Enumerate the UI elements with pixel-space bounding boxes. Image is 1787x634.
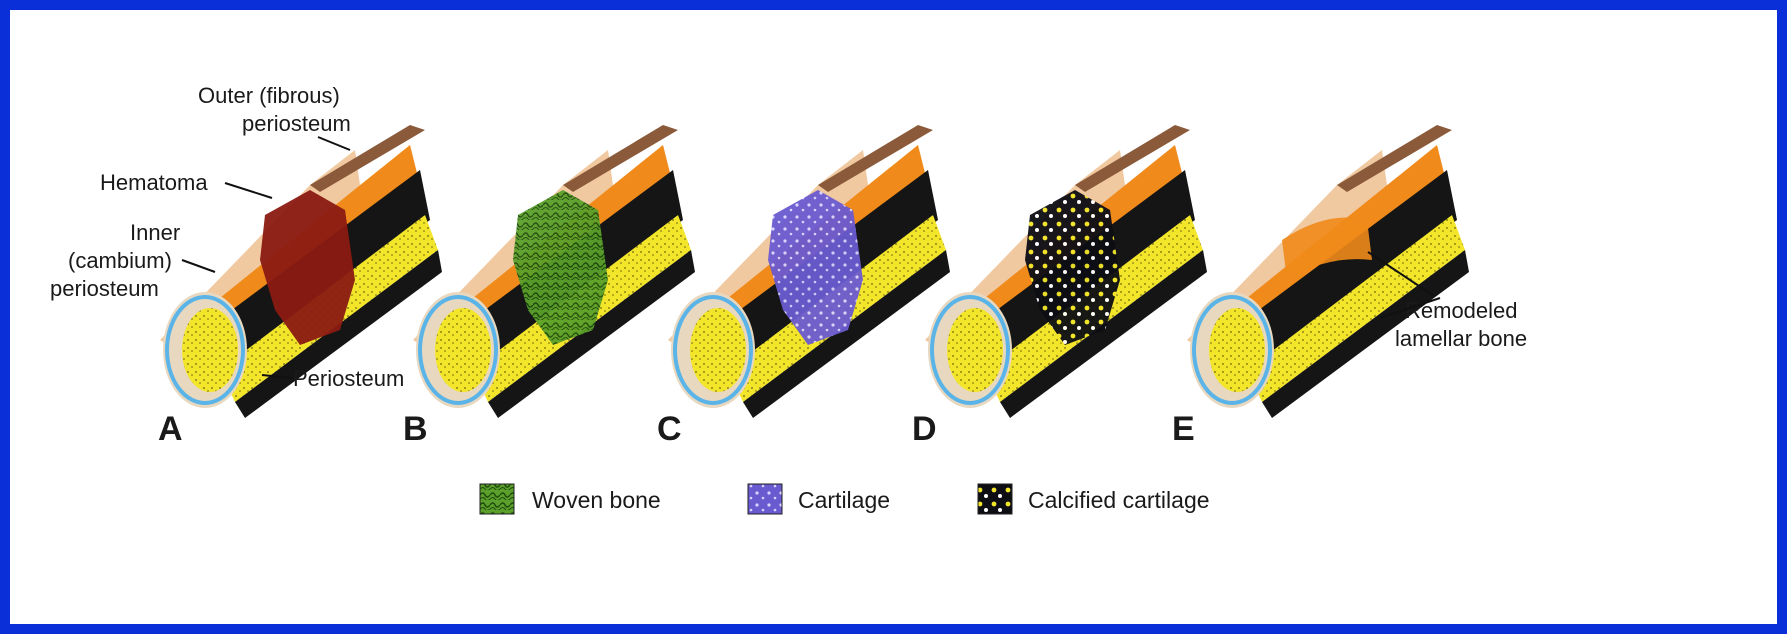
legend-calcified-cartilage: Calcified cartilage (1028, 487, 1210, 513)
label-remodeled-1: Remodeled (1405, 298, 1518, 323)
bone-end-marrow (182, 308, 238, 392)
panel-letter-e: E (1172, 410, 1195, 448)
leader-hematoma (225, 183, 272, 198)
bone-end-marrow (947, 308, 1003, 392)
bone-panel-c (668, 125, 950, 418)
woven-bone-swatch (480, 484, 514, 514)
legend: Woven bone Cartilage Calcified cartilage (480, 484, 1210, 514)
label-remodeled-2: lamellar bone (1395, 326, 1527, 351)
fracture-healing-diagram: A B C D E Outer (fibrous) periosteum Hem… (10, 10, 1777, 624)
leader-outer-periosteum (318, 137, 350, 150)
leader-inner-periosteum (182, 260, 215, 272)
bone-panel-d (925, 125, 1207, 418)
legend-woven-bone: Woven bone (532, 487, 661, 513)
bone-panel-b (413, 125, 695, 418)
panel-letter-a: A (158, 410, 183, 448)
cartilage-swatch (748, 484, 782, 514)
label-inner-periosteum-2: (cambium) (68, 248, 172, 273)
label-outer-periosteum-1: Outer (fibrous) (198, 83, 340, 108)
label-periosteum: Periosteum (293, 366, 404, 391)
calcified-cartilage-swatch (978, 484, 1012, 514)
figure-frame: A B C D E Outer (fibrous) periosteum Hem… (10, 10, 1777, 624)
bone-end-marrow (1209, 308, 1265, 392)
bone-end-marrow (435, 308, 491, 392)
panel-letter-b: B (403, 410, 428, 448)
bone-panel-e (1187, 125, 1469, 418)
panel-letter-c: C (657, 410, 682, 448)
legend-cartilage: Cartilage (798, 487, 890, 513)
label-outer-periosteum-2: periosteum (242, 111, 351, 136)
panel-letter-d: D (912, 410, 937, 448)
label-inner-periosteum-1: Inner (130, 220, 180, 245)
label-hematoma: Hematoma (100, 170, 208, 195)
bone-end-marrow (690, 308, 746, 392)
label-inner-periosteum-3: periosteum (50, 276, 159, 301)
